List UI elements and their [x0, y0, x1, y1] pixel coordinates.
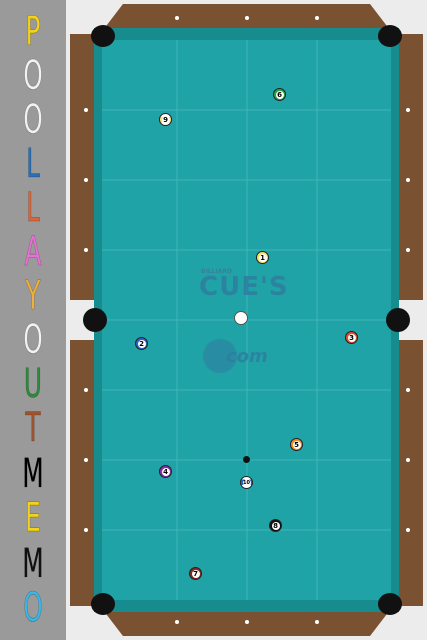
title-letter: L [26, 141, 40, 187]
ball-number-label: 4 [161, 467, 170, 476]
ball-6[interactable]: 6 [273, 88, 286, 101]
title-letter: T [25, 405, 41, 451]
ball-4[interactable]: 4 [159, 465, 172, 478]
title-letter: E [25, 495, 41, 541]
title-letter: U [23, 361, 43, 407]
ball-9[interactable]: 9 [159, 113, 172, 126]
ball-8[interactable]: 8 [269, 519, 282, 532]
logo-main-text: CUE'S [199, 272, 289, 302]
ball-number-label: 6 [275, 90, 284, 99]
ball-number-label: 7 [191, 569, 200, 578]
cue-ball[interactable] [234, 311, 248, 325]
ball-number-label: 8 [271, 521, 280, 530]
title-letter: Y [25, 273, 41, 319]
title-letter: A [24, 229, 42, 275]
table-graphic [66, 0, 427, 640]
title-letter: L [26, 185, 40, 231]
ball-5[interactable]: 5 [290, 438, 303, 451]
ball-number-label: 2 [137, 339, 146, 348]
ball-number-label: 10 [242, 478, 251, 487]
ball-number-label: 1 [258, 253, 267, 262]
title-letter: O [23, 97, 43, 143]
ball-2[interactable]: 2 [135, 337, 148, 350]
title-letter: O [23, 317, 43, 363]
logo-secondary-text: com [226, 346, 268, 367]
logo-small-text: BILLIARD [201, 268, 232, 275]
ball-10[interactable]: 10 [240, 476, 253, 489]
ball-7[interactable]: 7 [189, 567, 202, 580]
title-letter: M [22, 451, 44, 497]
title-letter: O [23, 53, 43, 99]
ball-1[interactable]: 1 [256, 251, 269, 264]
title-letter: O [23, 585, 43, 631]
pool-table[interactable]: BILLIARD CUE'S com 1 2 3 4 5 6 7 8 9 10 [66, 0, 427, 640]
ball-number-label: 5 [292, 440, 301, 449]
ball-number-label: 3 [347, 333, 356, 342]
spot-marker[interactable] [243, 456, 250, 463]
title-letter: P [25, 9, 41, 55]
ball-3[interactable]: 3 [345, 331, 358, 344]
title-letter: M [22, 541, 44, 587]
ball-number-label: 9 [161, 115, 170, 124]
